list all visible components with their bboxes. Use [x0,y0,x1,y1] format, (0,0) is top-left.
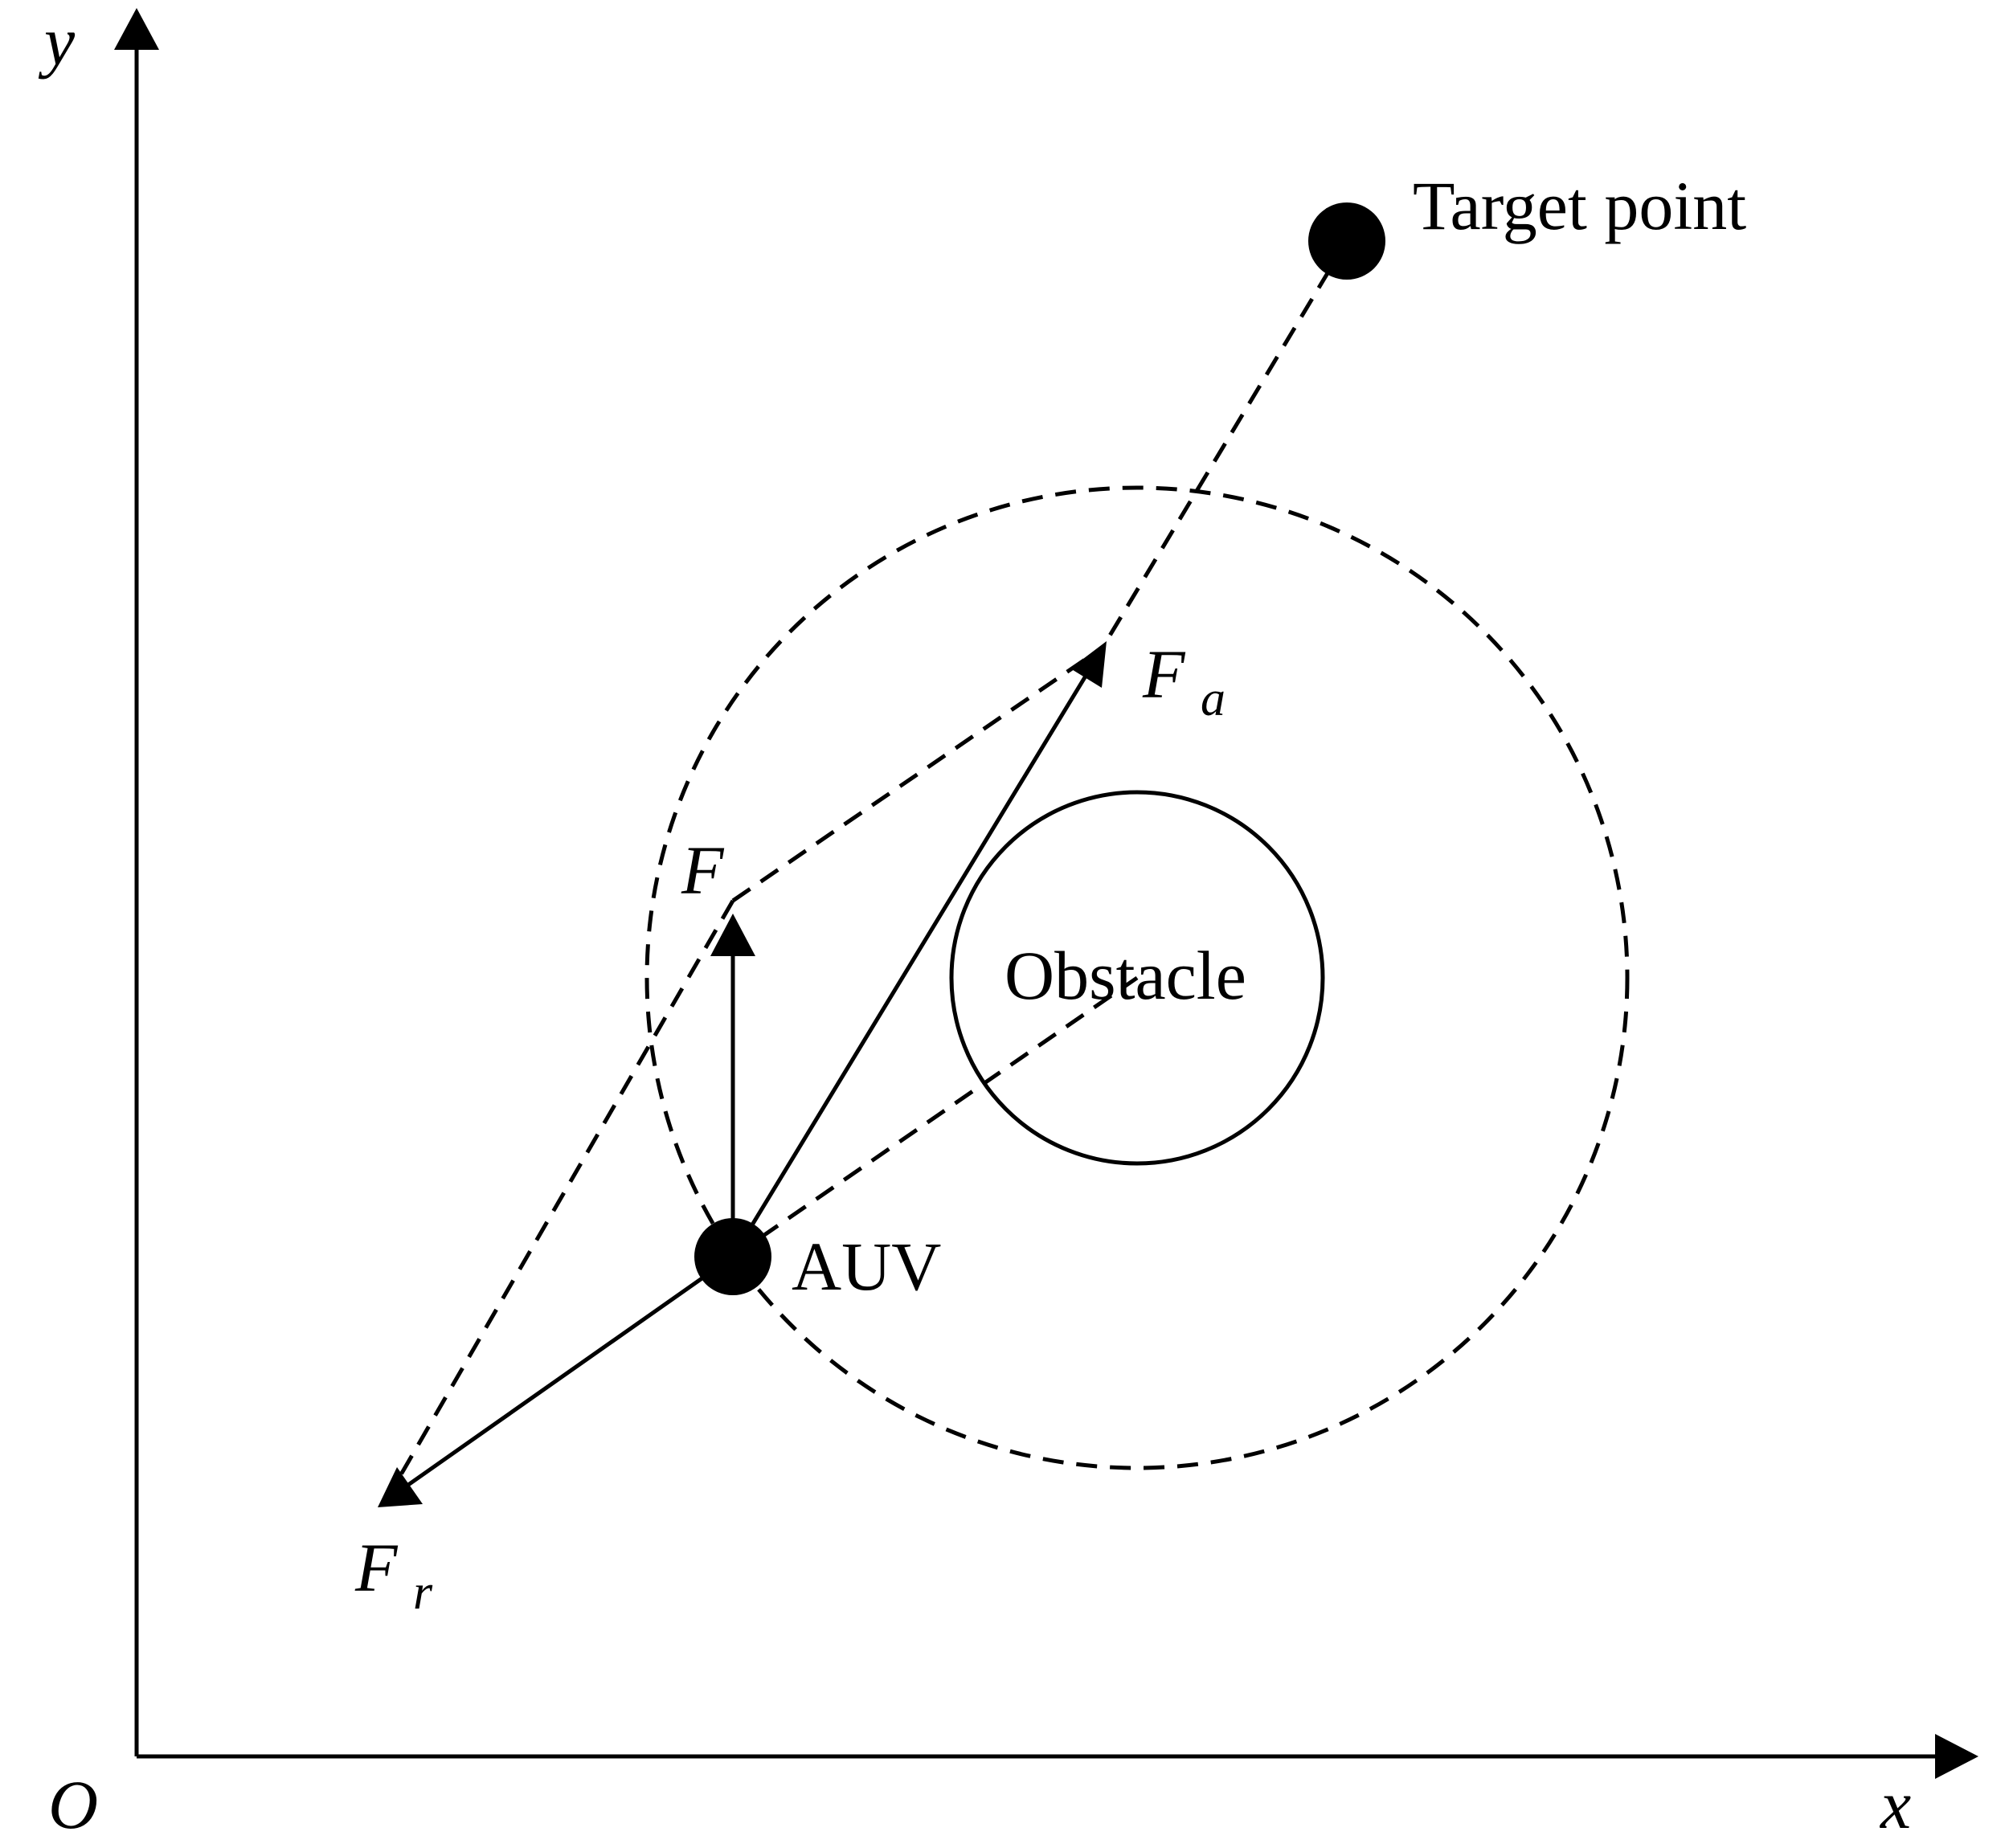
target-point-label: Target point [1413,167,1746,244]
attractive-force-shaft [730,672,1090,1258]
y-axis-arrowhead [114,8,159,50]
target-point-marker [1308,202,1385,280]
x-axis-arrowhead [1935,1734,1978,1779]
auv-marker [694,1218,771,1295]
obstacle [949,790,1325,1166]
resultant-force-label: F [681,832,725,909]
resultant-force-arrowhead [710,914,755,956]
repulsive-force-symbol: F [354,1529,399,1606]
y-axis-label: y [38,2,76,80]
x-axis-label: x [1879,1766,1911,1843]
attractive-force-subscript: a [1201,672,1225,726]
repulsive-force-subscript: r [413,1565,433,1620]
attractive-force-arrowhead [1070,641,1107,688]
parallelogram-left-edge [383,899,735,1503]
resultant-force-symbol: F [681,832,725,909]
repulsive-force-shaft [407,1254,734,1487]
target-direction-line [1100,239,1349,649]
obstacle-influence-range [644,485,1630,1470]
auv-obstacle-line [731,975,1139,1259]
auv-label: AUV [792,1228,941,1305]
repulsive-force-arrowhead [378,1467,423,1507]
parallelogram-top-edge [731,645,1104,903]
attractive-force-label: F a [1142,636,1225,726]
attractive-force-symbol: F [1142,636,1186,713]
origin-label: O [48,1766,98,1843]
obstacle-label: Obstacle [1004,937,1246,1014]
repulsive-force-label: F r [354,1529,433,1620]
